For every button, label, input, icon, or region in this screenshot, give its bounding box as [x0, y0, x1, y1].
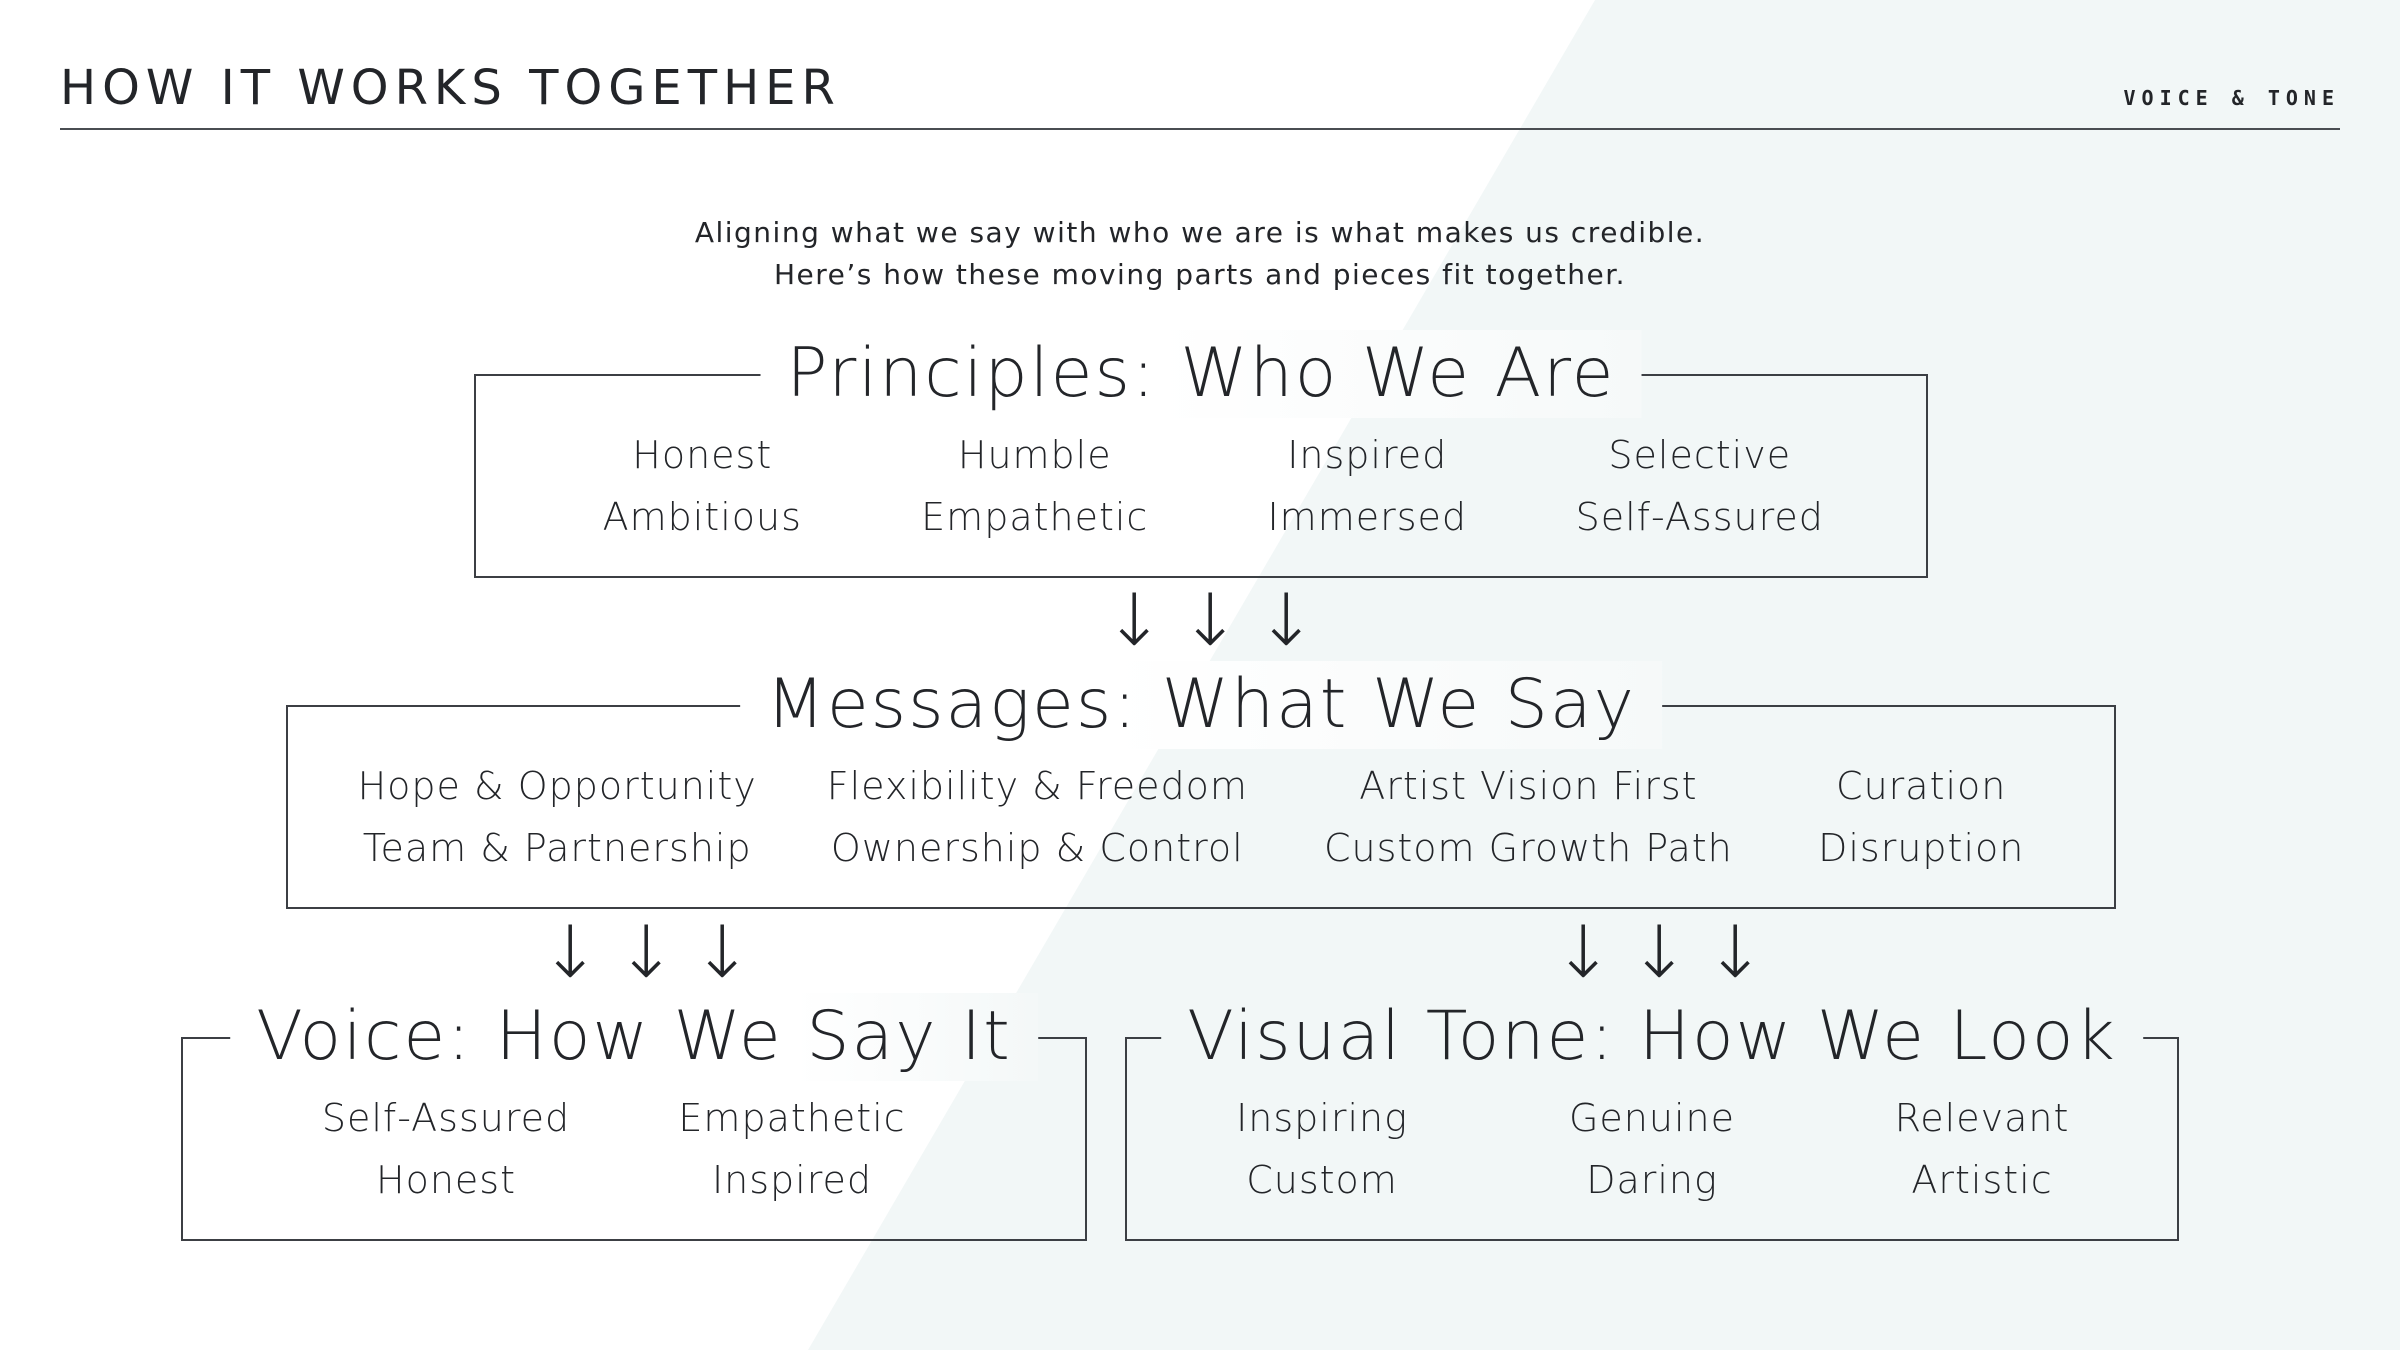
visual-tone-title: Visual Tone: How We Look	[1161, 993, 2143, 1081]
principle-item: Humble	[957, 433, 1112, 477]
principle-item: Honest	[632, 433, 773, 477]
principle-item: Empathetic	[921, 495, 1149, 539]
down-arrow-icon: ↓	[692, 910, 753, 994]
principle-item: Inspired	[1287, 433, 1448, 477]
arrows-messages-to-voice: ↓ ↓ ↓	[540, 910, 753, 994]
messages-title: Messages: What We Say	[740, 661, 1662, 749]
visual-tone-item: Artistic	[1911, 1158, 2053, 1202]
arrows-principles-to-messages: ↓ ↓ ↓	[1104, 578, 1317, 662]
principle-item: Ambitious	[602, 495, 802, 539]
intro-line-2: Here’s how these moving parts and pieces…	[773, 258, 1627, 291]
visual-tone-item: Daring	[1586, 1158, 1718, 1202]
principle-item: Self-Assured	[1575, 495, 1824, 539]
section-tag: VOICE & TONE	[2123, 86, 2340, 110]
visual-tone-item: Inspiring	[1236, 1096, 1408, 1140]
visual-tone-item: Custom	[1246, 1158, 1398, 1202]
down-arrow-icon: ↓	[1705, 910, 1766, 994]
intro-line-1: Aligning what we say with who we are is …	[694, 216, 1706, 249]
visual-tone-item: Genuine	[1568, 1096, 1735, 1140]
down-arrow-icon: ↓	[1180, 578, 1241, 662]
down-arrow-icon: ↓	[1629, 910, 1690, 994]
voice-box: Voice: How We Say It Self-Assured Empath…	[181, 993, 1087, 1241]
down-arrow-icon: ↓	[616, 910, 677, 994]
principle-item: Immersed	[1267, 495, 1468, 539]
message-item: Artist Vision First	[1359, 764, 1698, 808]
voice-item: Empathetic	[678, 1096, 906, 1140]
down-arrow-icon: ↓	[1104, 578, 1165, 662]
down-arrow-icon: ↓	[1553, 910, 1614, 994]
message-item: Disruption	[1818, 826, 2025, 870]
arrows-messages-to-visual-tone: ↓ ↓ ↓	[1553, 910, 1766, 994]
messages-box: Messages: What We Say Hope & Opportunity…	[286, 661, 2116, 909]
voice-item: Honest	[376, 1158, 516, 1202]
voice-title: Voice: How We Say It	[230, 993, 1038, 1081]
principle-item: Selective	[1608, 433, 1792, 477]
intro-text: Aligning what we say with who we are is …	[500, 212, 1900, 296]
message-item: Custom Growth Path	[1323, 826, 1733, 870]
message-item: Hope & Opportunity	[357, 764, 757, 808]
down-arrow-icon: ↓	[540, 910, 601, 994]
message-item: Flexibility & Freedom	[826, 764, 1248, 808]
principles-title: Principles: Who We Are	[760, 330, 1642, 418]
down-arrow-icon: ↓	[1256, 578, 1317, 662]
message-item: Ownership & Control	[830, 826, 1244, 870]
voice-item: Self-Assured	[321, 1096, 571, 1140]
page-title: HOW IT WORKS TOGETHER	[60, 60, 841, 116]
message-item: Curation	[1836, 764, 2007, 808]
message-item: Team & Partnership	[362, 826, 752, 870]
visual-tone-box: Visual Tone: How We Look Inspiring Genui…	[1125, 993, 2179, 1241]
voice-item: Inspired	[711, 1158, 873, 1202]
principles-box: Principles: Who We Are Honest Humble Ins…	[474, 330, 1928, 578]
visual-tone-item: Relevant	[1894, 1096, 2070, 1140]
header-divider	[60, 128, 2340, 130]
